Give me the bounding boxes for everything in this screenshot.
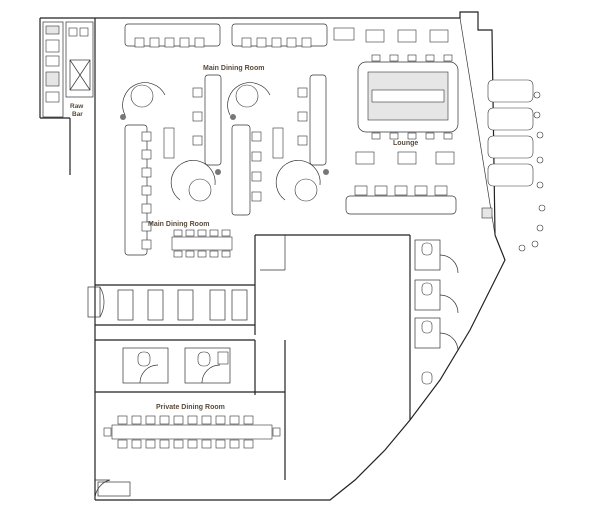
- lounge-banquette: [345, 185, 457, 215]
- center-long-table: [171, 229, 233, 258]
- interior-walls: [95, 234, 411, 480]
- private-dining-room-label: Private Dining Room: [156, 404, 225, 411]
- private-dining-table: [103, 415, 281, 449]
- main-dining-room-label-top: Main Dining Room: [203, 65, 264, 72]
- main-dining-room-label-bottom: Main Dining Room: [148, 221, 209, 228]
- raw-bar-label-1: Raw: [70, 103, 84, 110]
- raw-bar-label-2: Bar: [72, 111, 83, 118]
- vestibule: [87, 286, 248, 321]
- lounge-label: Lounge: [393, 140, 418, 147]
- main-dining-banquettes: [124, 74, 327, 256]
- lounge-mid-tables: [355, 151, 455, 165]
- patio-seating: [481, 79, 546, 252]
- top-banquettes: [124, 23, 355, 48]
- lounge-top-tables: [365, 29, 449, 43]
- lounge-bar: [357, 54, 459, 140]
- restrooms-left: [122, 347, 231, 384]
- restrooms-right: [414, 239, 459, 385]
- bottom-entry: [94, 479, 131, 501]
- round-booths: [120, 82, 329, 202]
- raw-bar-area: Raw Bar: [42, 21, 94, 118]
